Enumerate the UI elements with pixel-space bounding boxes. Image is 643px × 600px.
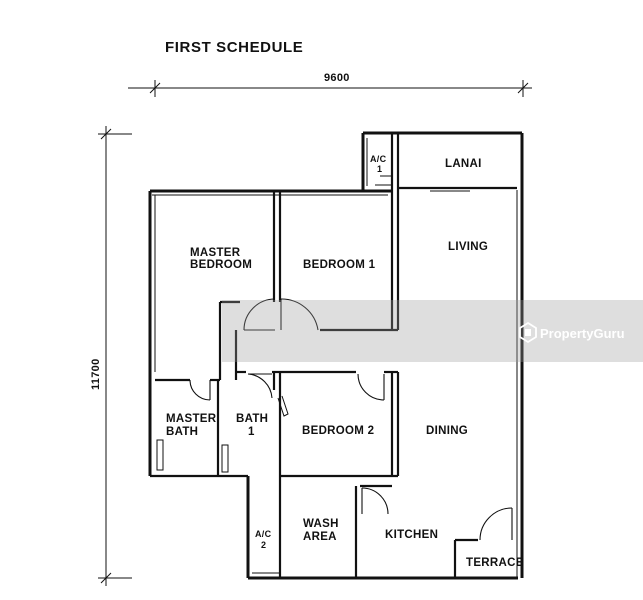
bath1-label-line1: BATH: [236, 413, 268, 425]
height-dimension: 11700: [90, 126, 132, 586]
ac2-label-line2: 2: [261, 540, 266, 550]
lanai-label: LANAI: [445, 158, 482, 170]
width-dimension: 9600: [128, 72, 532, 97]
doors: [189, 298, 513, 541]
bedroom2-label: BEDROOM 2: [302, 425, 374, 437]
ac1-label-line1: A/C: [370, 154, 387, 164]
width-label: 9600: [324, 72, 350, 84]
terrace-label: TERRACE: [466, 557, 524, 569]
height-label: 11700: [90, 359, 102, 390]
ac1-label-line2: 1: [377, 164, 382, 174]
ac2-label-line1: A/C: [255, 529, 272, 539]
master-bath-label-line2: BATH: [166, 426, 198, 438]
watermark-logo-icon: [519, 321, 537, 344]
master-bath-label-line1: MASTER: [166, 413, 217, 425]
wash-area-label-line2: AREA: [303, 531, 337, 543]
outer-walls: [148, 131, 524, 580]
room-labels: MASTER BEDROOM BEDROOM 1 LIVING LANAI A/…: [166, 154, 524, 569]
dining-label: DINING: [426, 425, 468, 437]
master-bedroom-label-line1: MASTER: [190, 247, 241, 259]
wash-area-label-line1: WASH: [303, 518, 339, 530]
watermark-text: PropertyGuru: [540, 326, 625, 341]
kitchen-label: KITCHEN: [385, 529, 438, 541]
bedroom1-label: BEDROOM 1: [303, 259, 376, 271]
living-label: LIVING: [448, 241, 488, 253]
master-bedroom-label-line2: BEDROOM: [190, 259, 252, 271]
watermark: PropertyGuru: [222, 300, 643, 362]
bath1-label-line2: 1: [248, 426, 255, 438]
interior-walls: [155, 133, 517, 578]
plan-title: FIRST SCHEDULE: [165, 39, 303, 56]
